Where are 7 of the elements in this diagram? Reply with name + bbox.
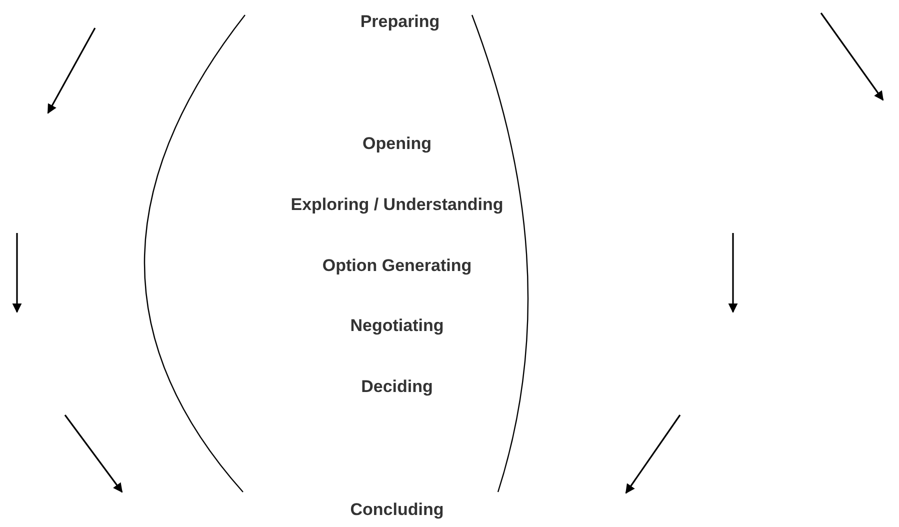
stage-label: Option Generating (322, 256, 472, 276)
stage-label: Deciding (361, 377, 433, 397)
stage-label: Concluding (350, 500, 444, 520)
stage-label: Exploring / Understanding (290, 195, 504, 215)
stage-label: Opening (362, 134, 432, 154)
stage-label: Negotiating (350, 316, 444, 336)
stage-label: Preparing (360, 12, 440, 32)
